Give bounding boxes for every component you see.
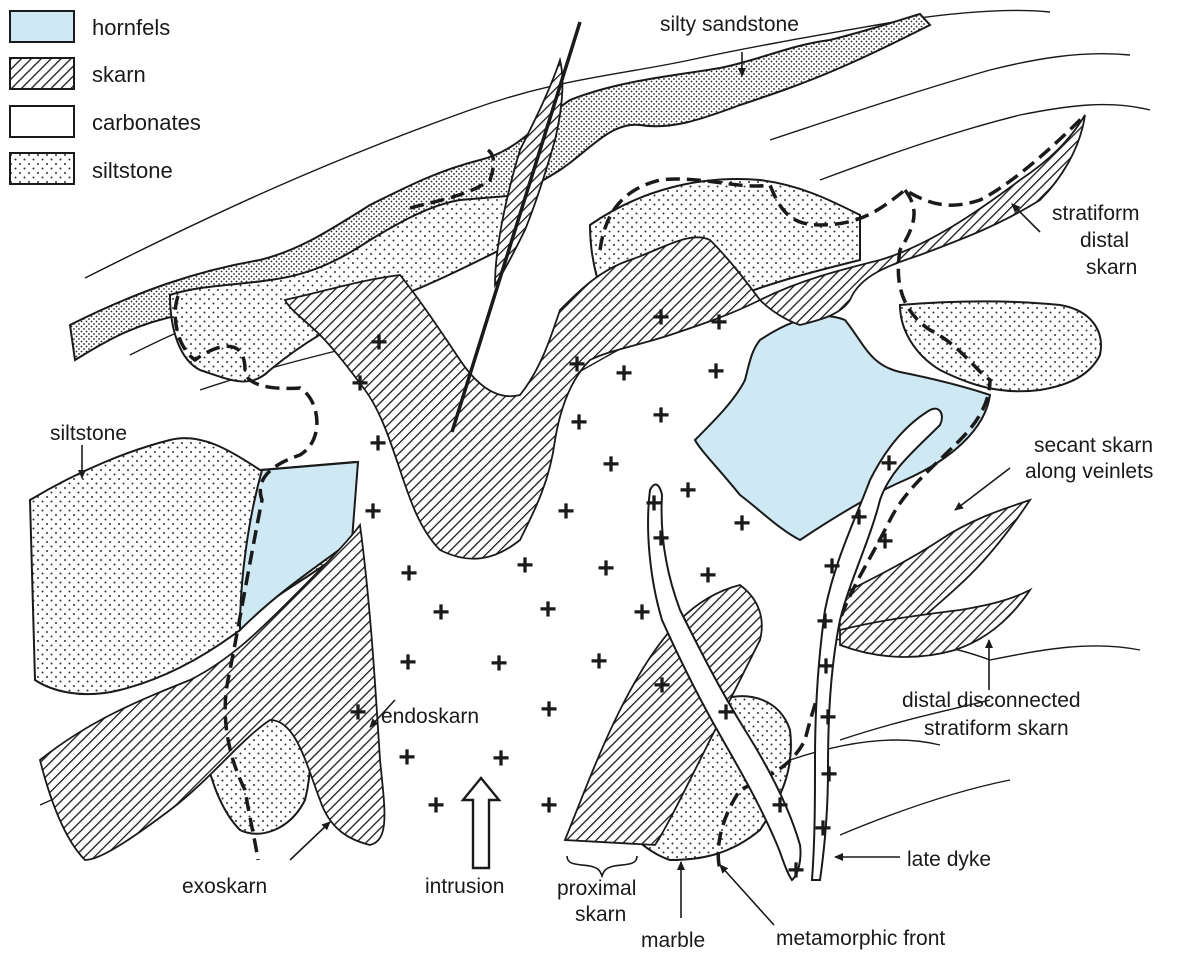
intrusion-cross: + bbox=[880, 447, 898, 480]
intrusion-cross: + bbox=[652, 399, 670, 432]
intrusion-cross: + bbox=[516, 549, 534, 582]
intrusion-cross: + bbox=[733, 507, 751, 540]
intrusion-cross: + bbox=[540, 693, 558, 726]
intrusion-cross: + bbox=[370, 326, 388, 359]
skarn-swatch bbox=[10, 58, 74, 89]
intrusion-cross: + bbox=[539, 593, 557, 626]
intrusion-cross: + bbox=[787, 854, 805, 887]
label-stratiform-line2: distal bbox=[1080, 229, 1129, 252]
intrusion-cross: + bbox=[570, 406, 588, 439]
intrusion-cross: + bbox=[850, 501, 868, 534]
intrusion-cross: + bbox=[602, 448, 620, 481]
metamorphic-front-arrow bbox=[720, 865, 774, 925]
label-exoskarn: exoskarn bbox=[182, 875, 267, 898]
label-stratiform-line1: stratiform bbox=[1052, 202, 1140, 225]
label-silty-sandstone: silty sandstone bbox=[660, 13, 799, 36]
legend-label-carbonates: carbonates bbox=[92, 110, 201, 135]
intrusion-cross: + bbox=[823, 550, 841, 583]
legend-label-siltstone: siltstone bbox=[92, 158, 173, 183]
intrusion-cross: + bbox=[432, 596, 450, 629]
legend: hornfels skarn carbonates siltstone bbox=[10, 11, 201, 184]
legend-item-hornfels: hornfels bbox=[10, 11, 170, 42]
intrusion-cross: + bbox=[364, 495, 382, 528]
intrusion-cross: + bbox=[707, 355, 725, 388]
intrusion-cross: + bbox=[590, 645, 608, 678]
intrusion-cross: + bbox=[427, 789, 445, 822]
label-secant-line1: secant skarn bbox=[1034, 434, 1153, 457]
legend-item-skarn: skarn bbox=[10, 58, 146, 89]
intrusion-cross: + bbox=[492, 742, 510, 775]
carbonates-swatch bbox=[10, 106, 74, 137]
intrusion-cross: + bbox=[645, 487, 663, 520]
label-distal-disconnected-line2: stratiform skarn bbox=[924, 717, 1069, 740]
intrusion-cross: + bbox=[540, 789, 558, 822]
legend-item-carbonates: carbonates bbox=[10, 106, 201, 137]
intrusion-cross: + bbox=[717, 696, 735, 729]
intrusion-cross: + bbox=[490, 647, 508, 680]
intrusion-cross: + bbox=[568, 348, 586, 381]
intrusion-cross: + bbox=[400, 557, 418, 590]
label-distal-disconnected-line1: distal disconnected bbox=[902, 689, 1081, 712]
intrusion-cross: + bbox=[819, 701, 837, 734]
intrusion-cross: + bbox=[679, 474, 697, 507]
intrusion-cross: + bbox=[652, 522, 670, 555]
proximal-skarn-brace bbox=[567, 856, 637, 876]
label-proximal-line1: proximal bbox=[557, 877, 636, 900]
intrusion-cross: + bbox=[817, 650, 835, 683]
intrusion-cross: + bbox=[814, 812, 832, 845]
intrusion-cross: + bbox=[398, 741, 416, 774]
intrusion-cross: + bbox=[615, 357, 633, 390]
intrusion-cross: + bbox=[349, 696, 367, 729]
label-intrusion: intrusion bbox=[425, 875, 504, 898]
intrusion-cross: + bbox=[597, 552, 615, 585]
intrusion-cross: + bbox=[653, 669, 671, 702]
intrusion-cross: + bbox=[633, 596, 651, 629]
intrusion-cross: + bbox=[399, 646, 417, 679]
label-secant-line2: along veinlets bbox=[1025, 460, 1153, 483]
secant-skarn-arrow bbox=[955, 468, 1010, 510]
label-siltstone: siltstone bbox=[50, 422, 127, 445]
exoskarn-arrow bbox=[290, 822, 330, 860]
legend-item-siltstone: siltstone bbox=[10, 153, 173, 184]
label-metamorphic-front: metamorphic front bbox=[776, 927, 945, 950]
intrusion-cross: + bbox=[699, 559, 717, 592]
intrusion-cross: + bbox=[557, 495, 575, 528]
intrusion-cross: + bbox=[369, 427, 387, 460]
label-endoskarn: endoskarn bbox=[381, 705, 479, 728]
intrusion-cross: + bbox=[652, 301, 670, 334]
intrusion-cross: + bbox=[710, 306, 728, 339]
legend-label-hornfels: hornfels bbox=[92, 15, 170, 40]
label-late-dyke: late dyke bbox=[907, 848, 991, 871]
legend-label-skarn: skarn bbox=[92, 62, 146, 87]
label-proximal-line2: skarn bbox=[575, 903, 626, 926]
siltstone-swatch bbox=[10, 153, 74, 184]
intrusion-cross: + bbox=[771, 789, 789, 822]
intrusion-cross: + bbox=[816, 605, 834, 638]
label-marble: marble bbox=[641, 929, 705, 952]
intrusion-cross: + bbox=[820, 758, 838, 791]
intrusion-cross: + bbox=[351, 367, 369, 400]
intrusion-arrow bbox=[463, 778, 499, 868]
intrusion-cross: + bbox=[876, 525, 894, 558]
label-stratiform-line3: skarn bbox=[1086, 256, 1137, 279]
hornfels-swatch bbox=[10, 11, 74, 42]
